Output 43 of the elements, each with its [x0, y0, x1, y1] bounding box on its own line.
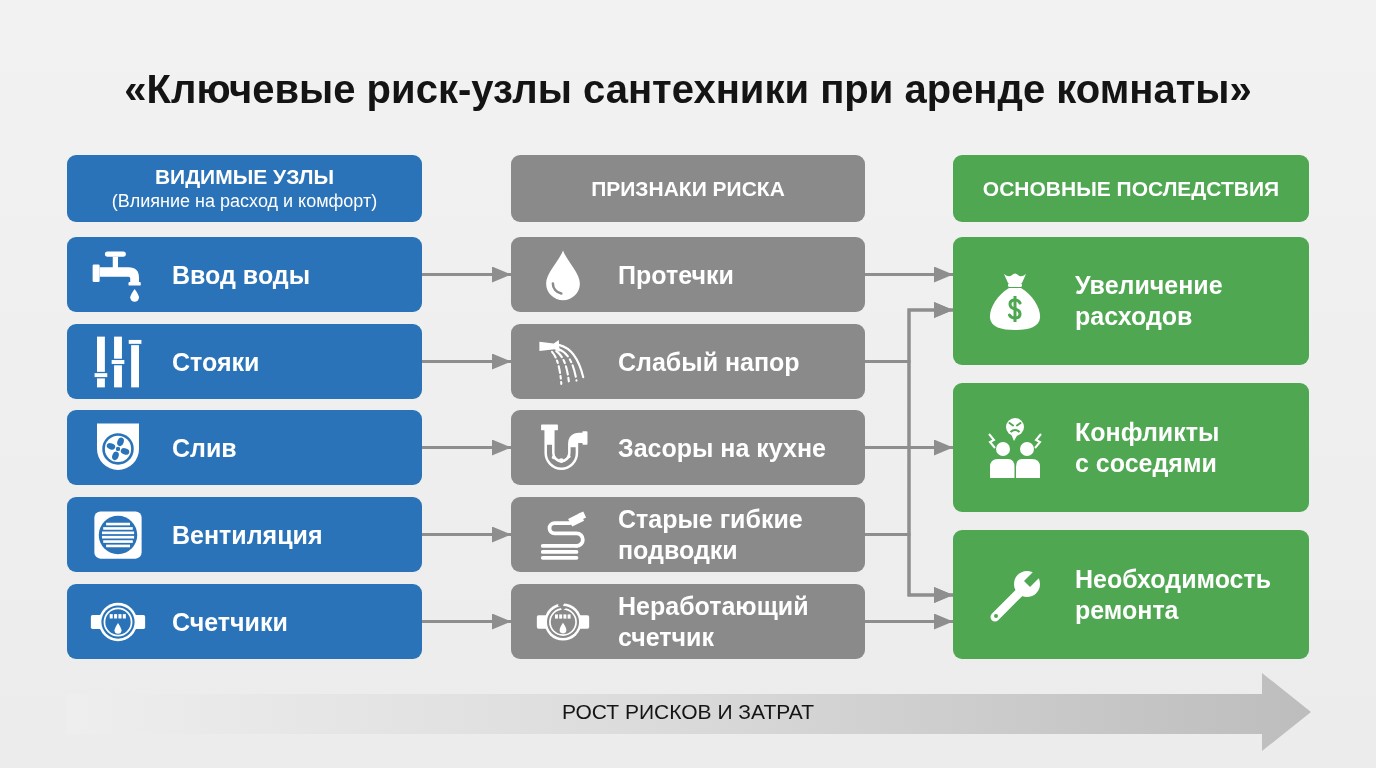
column-header: [511, 155, 865, 222]
component-label: Стояки: [172, 346, 261, 377]
consequence-card: [953, 383, 1309, 512]
arrow: [422, 526, 511, 543]
risk-card: [511, 497, 865, 572]
risk-card: [511, 324, 865, 399]
consequence-card: [953, 530, 1309, 659]
header-title: ПРИЗНАКИ РИСКА: [591, 175, 785, 202]
component-label: Вентиляция: [172, 519, 324, 550]
consequence-label: Конфликты с соседями: [1075, 416, 1221, 479]
component-label: Слив: [172, 432, 238, 463]
risk-label: Слабый напор: [618, 346, 801, 377]
risk-label: Неработающий счетчик: [618, 590, 810, 653]
arrow: [422, 266, 511, 283]
arrow: [422, 613, 511, 630]
arrow: [865, 266, 953, 283]
component-card: [67, 410, 422, 485]
component-card: [67, 584, 422, 659]
arrow-caption: РОСТ РИСКОВ И ЗАТРАТ: [561, 699, 815, 725]
risk-label: Засоры на кухне: [618, 432, 827, 463]
component-card: [67, 237, 422, 312]
arrow: [422, 353, 511, 370]
component-label: Счетчики: [172, 606, 289, 637]
consequence-card: [953, 237, 1309, 365]
header-subtitle: (Влияние на расход и комфорт): [111, 190, 378, 213]
risk-card: [511, 237, 865, 312]
arrow: [865, 439, 953, 456]
consequence-label: Необходимость ремонта: [1075, 563, 1273, 626]
component-card: [67, 497, 422, 572]
component-card: [67, 324, 422, 399]
risk-label: Старые гибкие подводки: [618, 503, 804, 566]
arrow: [422, 439, 511, 456]
column-header: [953, 155, 1309, 222]
page-title: «Ключевые риск-узлы сантехники при аренде комнаты»: [124, 66, 1252, 113]
column-header: [67, 155, 422, 222]
risk-label: Протечки: [618, 259, 735, 290]
consequence-label: Увеличение расходов: [1075, 270, 1224, 332]
arrow: [865, 613, 953, 630]
risk-card: [511, 584, 865, 659]
component-label: Ввод воды: [172, 259, 312, 290]
risk-card: [511, 410, 865, 485]
header-title: ВИДИМЫЕ УЗЛЫ: [154, 164, 335, 190]
header-title: ОСНОВНЫЕ ПОСЛЕДСТВИЯ: [982, 175, 1280, 202]
